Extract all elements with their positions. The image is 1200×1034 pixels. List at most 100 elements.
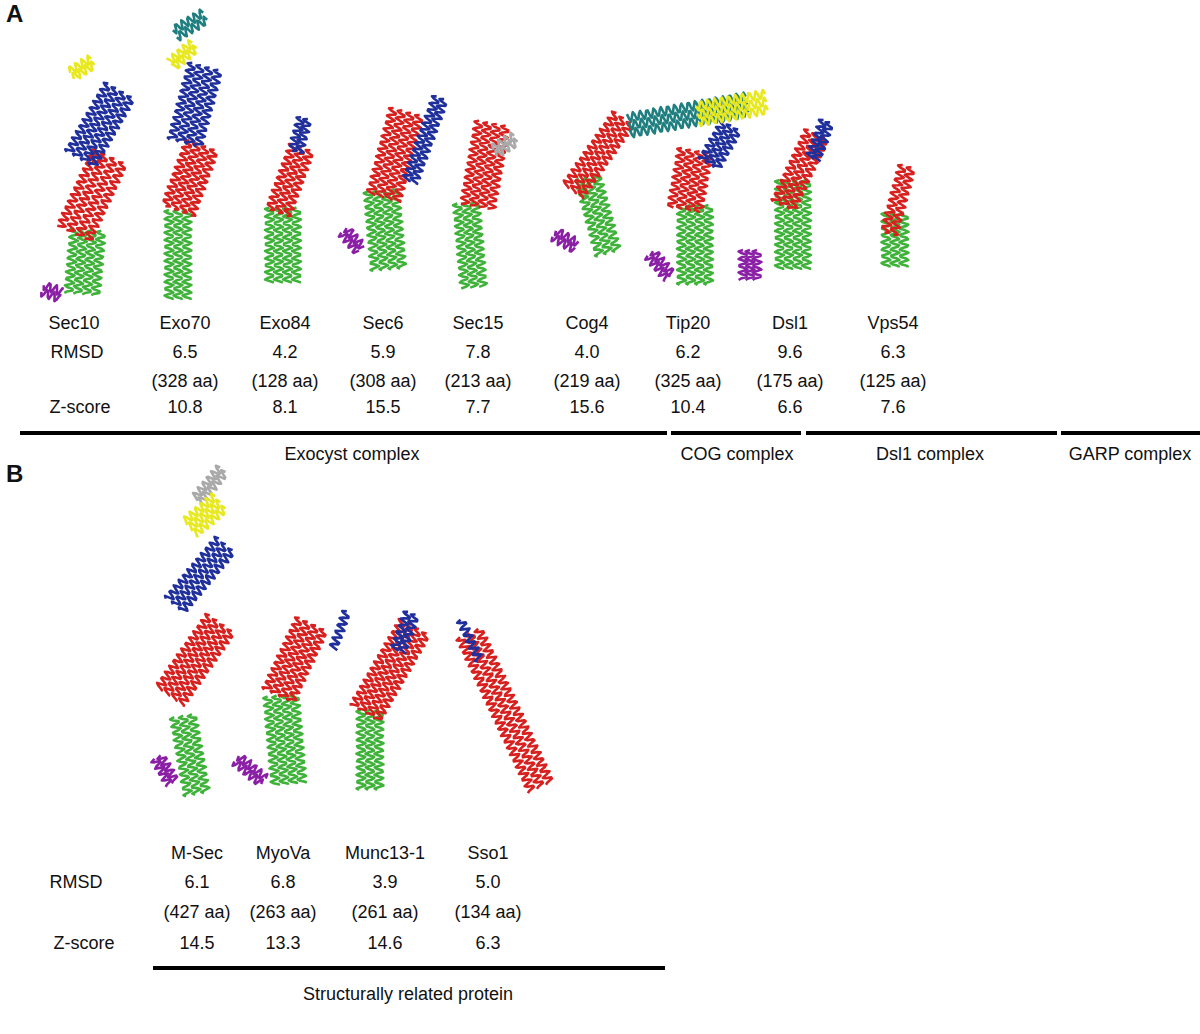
residue-count: (175 aa) xyxy=(756,371,823,392)
alpha-helix xyxy=(265,208,274,283)
group-bar xyxy=(806,431,1057,435)
alpha-helix xyxy=(344,228,364,248)
alpha-helix xyxy=(457,620,481,662)
score-value: 6.3 xyxy=(475,933,500,954)
alpha-helix xyxy=(373,191,388,271)
score-value: 14.5 xyxy=(179,933,214,954)
score-value: 5.9 xyxy=(370,342,395,363)
score-value: 15.5 xyxy=(365,397,400,418)
group-bar xyxy=(153,966,665,970)
score-value: 6.8 xyxy=(270,872,295,893)
score-value: 10.4 xyxy=(670,397,705,418)
alpha-helix xyxy=(399,614,417,653)
alpha-helix xyxy=(704,205,713,285)
alpha-helix xyxy=(91,231,104,295)
row-header: RMSD xyxy=(51,342,104,363)
alpha-helix xyxy=(495,139,517,156)
group-bars xyxy=(20,433,1200,968)
alpha-helix xyxy=(296,119,310,153)
protein-name: Sec6 xyxy=(362,313,403,334)
alpha-helix xyxy=(411,99,446,185)
alpha-helix xyxy=(813,122,831,161)
protein-name: Sso1 xyxy=(467,843,508,864)
alpha-helix xyxy=(699,106,768,126)
score-value: 8.1 xyxy=(272,397,297,418)
score-value: 9.6 xyxy=(777,342,802,363)
group-label: GARP complex xyxy=(1069,444,1192,465)
alpha-helix xyxy=(292,208,301,283)
alpha-helix xyxy=(84,162,124,239)
alpha-helix xyxy=(237,756,267,778)
score-value: 7.6 xyxy=(880,397,905,418)
alpha-helix xyxy=(366,710,375,790)
alpha-helix xyxy=(157,755,177,783)
residue-count: (213 aa) xyxy=(444,371,511,392)
protein-name: Exo70 xyxy=(159,313,210,334)
alpha-helix xyxy=(592,174,620,252)
protein-name: Exo84 xyxy=(259,313,310,334)
alpha-helix xyxy=(283,208,292,283)
alpha-helix xyxy=(172,624,225,701)
protein-name: Tip20 xyxy=(666,313,710,334)
score-value: 13.3 xyxy=(265,933,300,954)
residue-count: (219 aa) xyxy=(553,371,620,392)
score-value: 4.2 xyxy=(272,342,297,363)
alpha-helix xyxy=(555,230,579,245)
alpha-helix xyxy=(357,710,366,790)
alpha-helix xyxy=(194,70,221,147)
alpha-helix xyxy=(651,251,673,277)
residue-count: (125 aa) xyxy=(859,371,926,392)
alpha-helix xyxy=(753,250,762,280)
alpha-helix xyxy=(188,714,210,793)
alpha-helix xyxy=(571,117,624,194)
residue-count: (128 aa) xyxy=(251,371,318,392)
residue-count: (263 aa) xyxy=(249,902,316,923)
alpha-helix xyxy=(290,694,306,783)
group-bar xyxy=(671,431,801,435)
alpha-helix xyxy=(174,210,183,300)
alpha-helix xyxy=(285,150,312,216)
row-header: Z-score xyxy=(53,933,114,954)
protein-name: Sec15 xyxy=(452,313,503,334)
alpha-helix xyxy=(44,283,64,294)
score-value: 5.0 xyxy=(475,872,500,893)
alpha-helix xyxy=(189,150,216,216)
score-value: 10.8 xyxy=(167,397,202,418)
alpha-helix xyxy=(686,205,695,285)
group-label: Structurally related protein xyxy=(303,984,513,1005)
group-label: COG complex xyxy=(680,444,793,465)
alpha-helix xyxy=(179,548,233,610)
score-value: 6.1 xyxy=(184,872,209,893)
score-value: 4.0 xyxy=(574,342,599,363)
alpha-helix xyxy=(177,17,207,41)
alpha-helix xyxy=(179,630,232,707)
alpha-helix xyxy=(713,129,739,168)
row-header: RMSD xyxy=(50,872,103,893)
alpha-helix xyxy=(165,210,174,300)
alpha-helix xyxy=(330,611,348,650)
row-header: Z-score xyxy=(49,397,110,418)
score-value: 7.7 xyxy=(465,397,490,418)
group-label: Dsl1 complex xyxy=(876,444,984,465)
alpha-helix xyxy=(475,629,552,785)
alpha-helix xyxy=(677,205,686,285)
score-value: 14.6 xyxy=(367,933,402,954)
alpha-helix xyxy=(274,208,283,283)
alpha-helix xyxy=(171,46,197,68)
panel-letter: A xyxy=(6,0,23,28)
residue-count: (308 aa) xyxy=(349,371,416,392)
alpha-helix xyxy=(89,96,133,165)
protein-name: Cog4 xyxy=(565,313,608,334)
residue-count: (325 aa) xyxy=(654,371,721,392)
score-value: 3.9 xyxy=(372,872,397,893)
group-bar xyxy=(20,431,667,435)
protein-name: Munc13-1 xyxy=(345,843,425,864)
residue-count: (134 aa) xyxy=(454,902,521,923)
alpha-helix xyxy=(64,228,77,292)
score-value: 6.6 xyxy=(777,397,802,418)
protein-name: Sec10 xyxy=(48,313,99,334)
alpha-helix xyxy=(375,710,384,790)
group-label: Exocyst complex xyxy=(284,444,419,465)
alpha-helix xyxy=(382,190,397,270)
